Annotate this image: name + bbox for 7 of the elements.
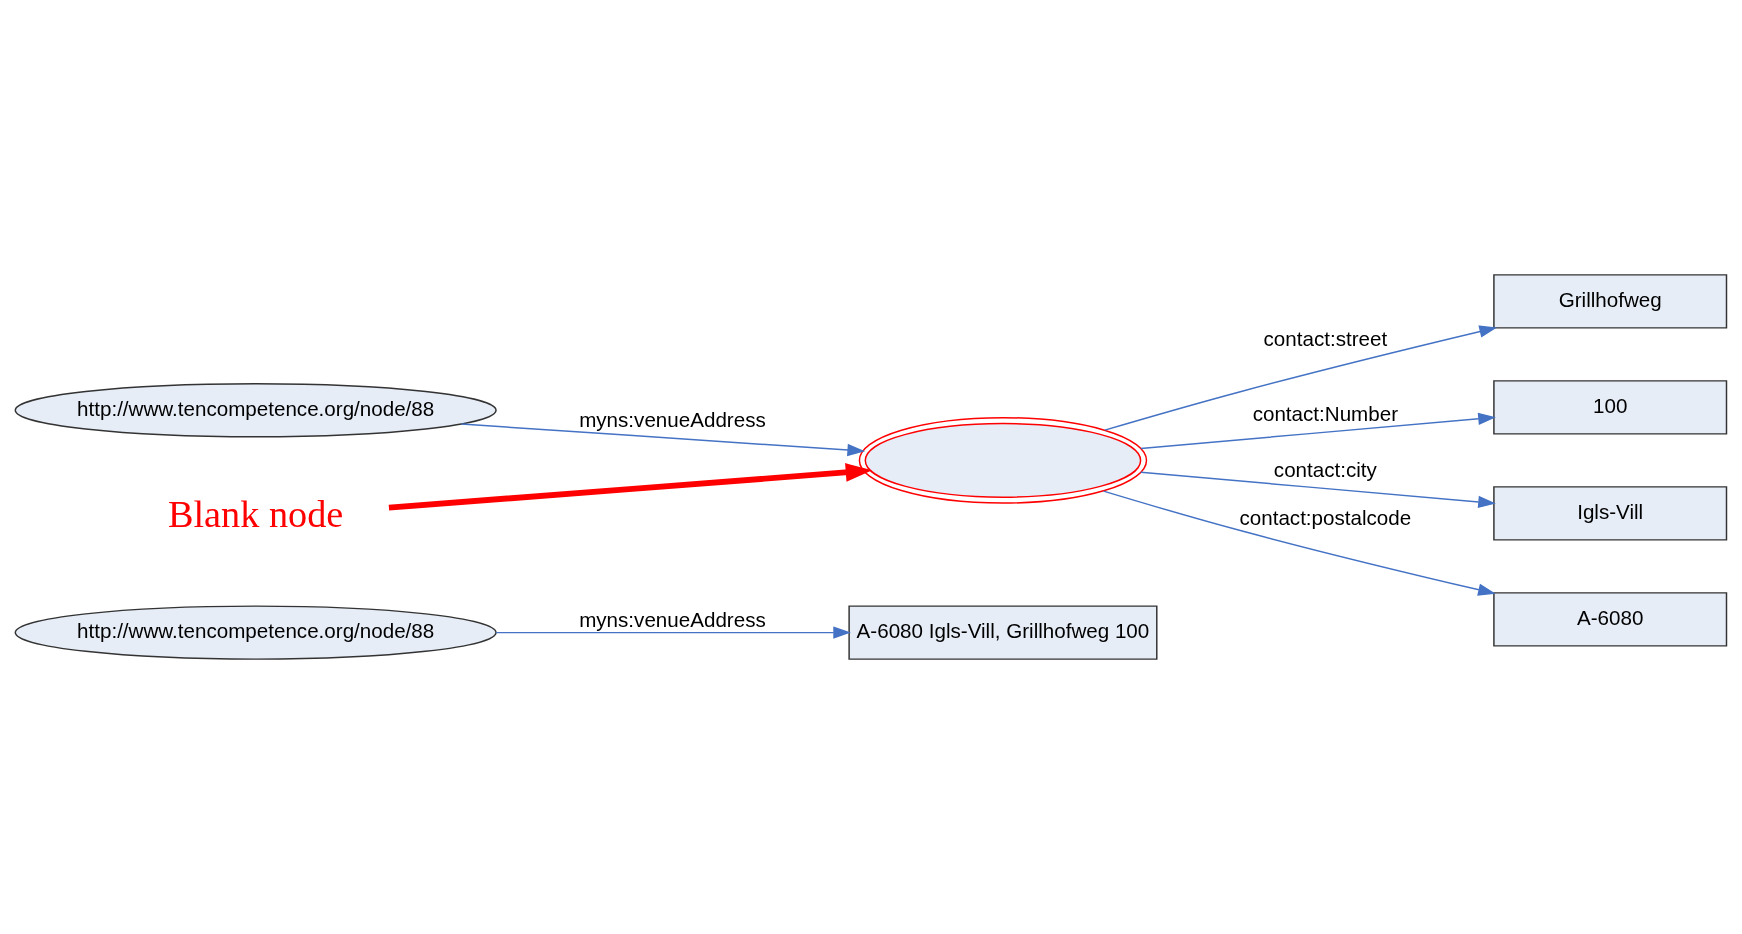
edge-label: contact:postalcode [1239, 506, 1412, 530]
node-text: Blank node [167, 493, 344, 536]
edge-label: contact:Number [1252, 401, 1399, 425]
edge-label: contact:street [1263, 326, 1388, 350]
edge-label: myns:venueAddress [579, 608, 766, 632]
edge-label: contact:city [1273, 457, 1377, 481]
edge-label: myns:venueAddress [579, 407, 766, 431]
